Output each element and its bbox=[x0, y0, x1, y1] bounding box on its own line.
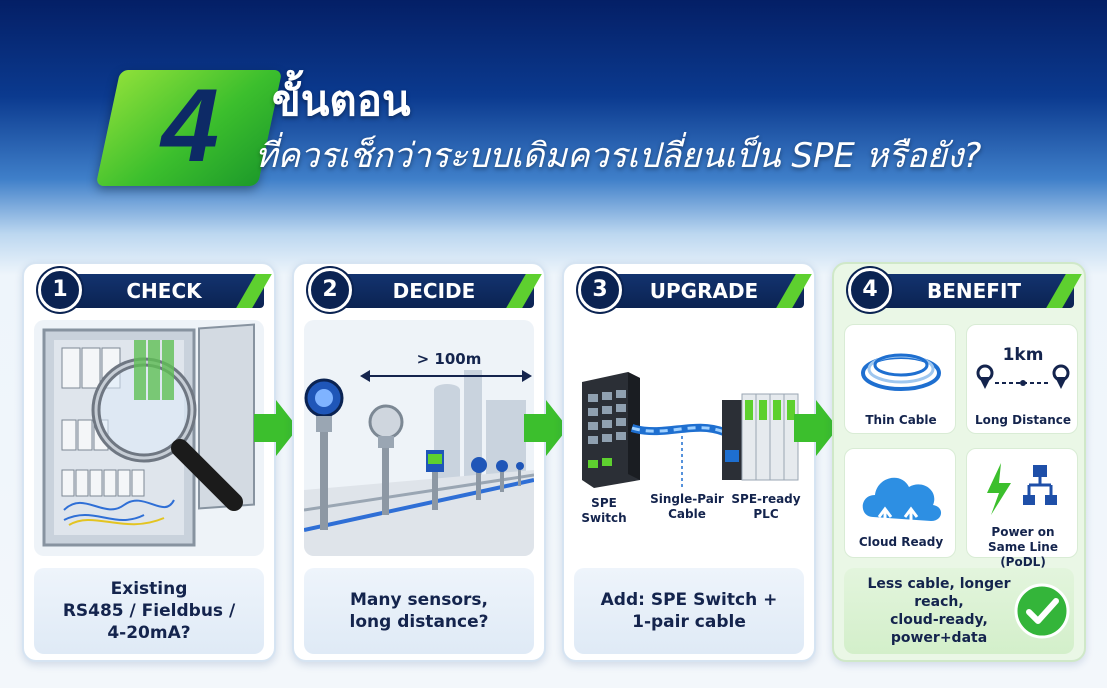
step-number: 2 bbox=[308, 268, 352, 312]
benefit-power-same-line: Power on Same Line (PoDL) bbox=[966, 448, 1078, 569]
cable-label: Single-Pair Cable bbox=[650, 492, 724, 521]
step-card-check: 1 CHECK bbox=[22, 262, 276, 662]
step-card-upgrade: 3 UPGRADE bbox=[562, 262, 816, 662]
switch-label: SPE Switch bbox=[581, 496, 627, 525]
arrow-right-icon bbox=[254, 400, 298, 456]
cable-icon bbox=[861, 353, 941, 391]
step-header: 1 CHECK bbox=[38, 268, 272, 312]
cloud-upload-icon bbox=[862, 477, 942, 531]
distance-value: 1km bbox=[1002, 345, 1044, 365]
switch-icon bbox=[582, 372, 640, 488]
benefit-cloud-ready: Cloud Ready bbox=[844, 448, 956, 558]
magnifier-icon bbox=[91, 340, 243, 511]
checkmark-icon bbox=[1014, 583, 1070, 639]
step-number: 4 bbox=[848, 268, 892, 312]
step-number: 3 bbox=[578, 268, 622, 312]
step-count-number: 4 bbox=[161, 68, 219, 184]
upgrade-illustration: SPE Switch Single-Pair Cable SPE-ready P… bbox=[574, 320, 804, 556]
sensor-field-illustration: > 100m bbox=[304, 320, 534, 556]
step-header: 3 UPGRADE bbox=[578, 268, 812, 312]
step-caption: Add: SPE Switch + 1-pair cable bbox=[574, 568, 804, 654]
step-card-decide: 2 DECIDE bbox=[292, 262, 546, 662]
plc-icon bbox=[722, 393, 799, 481]
step-caption: Existing RS485 / Fieldbus / 4-20mA? bbox=[34, 568, 264, 654]
step-label: CHECK bbox=[126, 279, 202, 303]
step-label: DECIDE bbox=[392, 279, 476, 303]
arrow-right-icon bbox=[524, 400, 568, 456]
distance-label: > 100m bbox=[416, 350, 482, 368]
header: 4 ขั้นตอน ที่ควรเช็กว่าระบบเดิมควรเปลี่ย… bbox=[0, 0, 1107, 230]
sensor-icon bbox=[304, 378, 344, 530]
distance-arrow bbox=[360, 370, 532, 382]
step-header: 2 DECIDE bbox=[308, 268, 542, 312]
step-label: BENEFIT bbox=[926, 279, 1022, 303]
step-caption: Many sensors, long distance? bbox=[304, 568, 534, 654]
benefit-long-distance: 1km Long Distance bbox=[966, 324, 1078, 434]
step-header: 4 BENEFIT bbox=[848, 268, 1082, 312]
step-label: UPGRADE bbox=[649, 279, 759, 303]
plc-label: SPE-ready PLC bbox=[731, 492, 801, 521]
cabinet-illustration bbox=[34, 320, 264, 556]
cable-icon bbox=[630, 423, 726, 490]
page-subtitle: ที่ควรเช็กว่าระบบเดิมควรเปลี่ยนเป็น SPE … bbox=[255, 136, 982, 176]
arrow-right-icon bbox=[794, 400, 838, 456]
page-title: ขั้นตอน bbox=[272, 76, 411, 125]
step-card-benefit: 4 BENEFIT Thin Cable 1km Long Distance bbox=[832, 262, 1086, 662]
step-number: 1 bbox=[38, 268, 82, 312]
step-caption: Less cable, longer reach, cloud-ready, p… bbox=[844, 568, 1074, 654]
network-icon bbox=[1023, 465, 1057, 505]
benefit-thin-cable: Thin Cable bbox=[844, 324, 956, 434]
pin-icon bbox=[976, 364, 1070, 389]
lightning-icon bbox=[987, 463, 1011, 515]
